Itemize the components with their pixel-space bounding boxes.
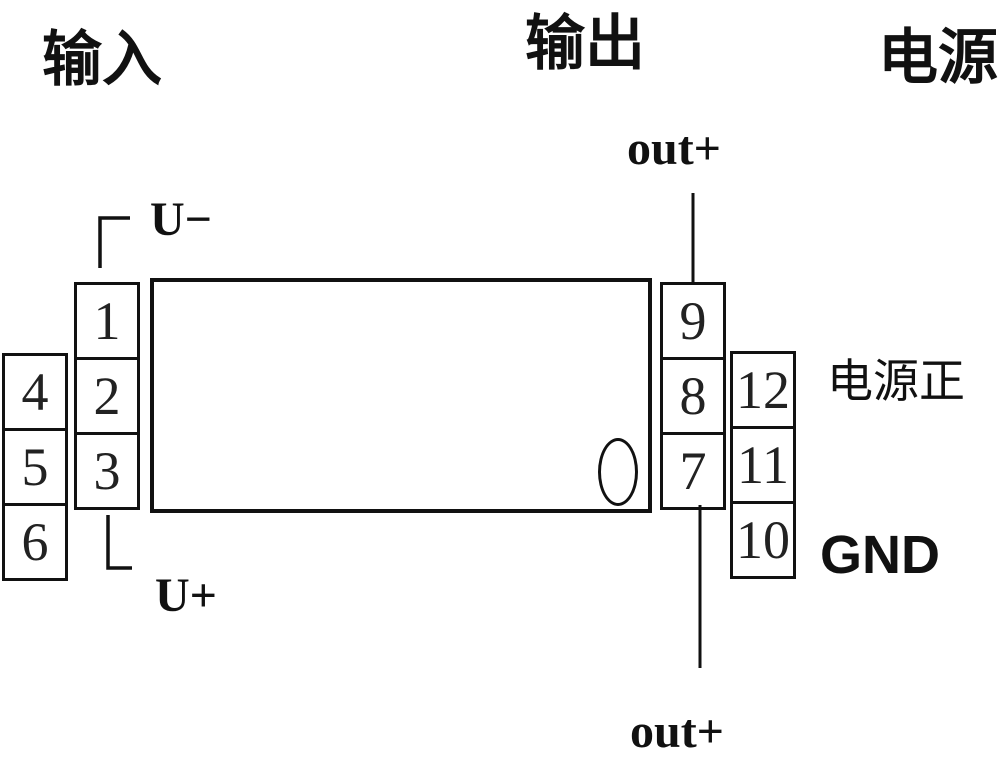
pin-6: 6 [2, 503, 68, 581]
u-minus-leader [98, 216, 130, 268]
pin-10: 10 [730, 501, 796, 579]
u-plus-leader [106, 515, 132, 570]
u-minus-label: U− [150, 193, 213, 246]
u-plus-label: U+ [155, 569, 218, 622]
power-header: 电源 [878, 23, 998, 93]
pin-11: 11 [730, 426, 796, 504]
out-plus-bottom-label: out+ [630, 705, 725, 758]
gnd-label: GND [820, 525, 940, 585]
out-plus-top-label: out+ [627, 122, 722, 175]
pin-4: 4 [2, 353, 68, 431]
module-body [150, 278, 652, 513]
pin-3: 3 [74, 432, 140, 510]
power-positive-label: 电源正 [827, 354, 965, 408]
input-header: 输入 [42, 25, 162, 95]
pin-one-marker [598, 438, 638, 506]
pin-7: 7 [660, 432, 726, 510]
pin-2: 2 [74, 357, 140, 435]
pin-5: 5 [2, 428, 68, 506]
pin-8: 8 [660, 357, 726, 435]
pin-12: 12 [730, 351, 796, 429]
output-header: 输出 [525, 9, 645, 79]
pin-9: 9 [660, 282, 726, 360]
pin-1: 1 [74, 282, 140, 360]
